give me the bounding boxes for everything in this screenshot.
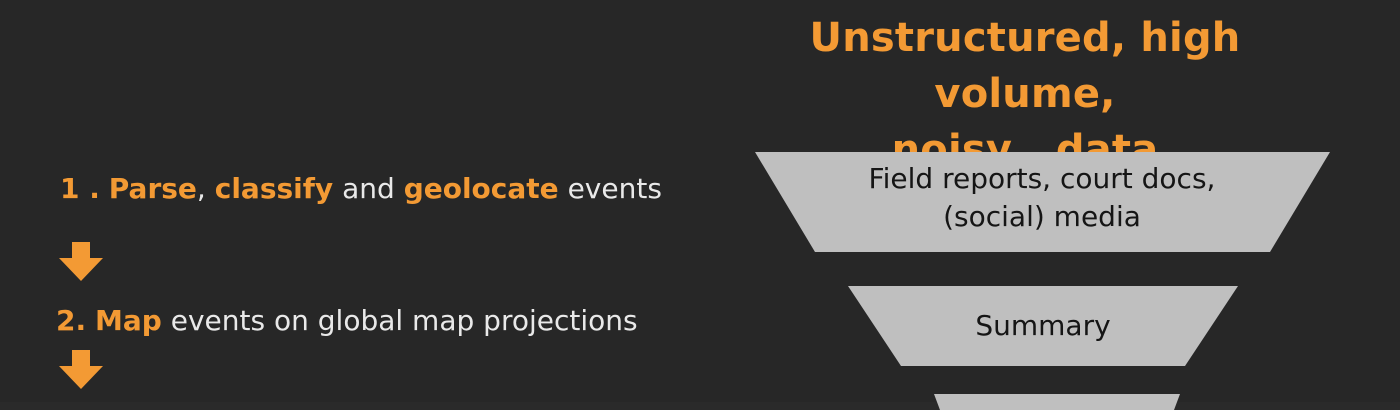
- step-2-number: 2.: [56, 304, 87, 337]
- step-1-geolocate: geolocate: [403, 172, 559, 205]
- step-1-parse: Parse: [108, 172, 197, 205]
- step-1-number: 1 .: [60, 172, 100, 205]
- slide-title: Unstructured, high volume, noisy , data: [735, 10, 1315, 178]
- funnel-level-1-shape: [755, 152, 1330, 252]
- step-1-connector: and: [342, 172, 395, 205]
- arrow-down-icon: [59, 350, 103, 389]
- step-1: 1 . Parse, classify and geolocate events: [60, 172, 662, 206]
- funnel-level-2-shape: [848, 286, 1238, 366]
- step-1-classify: classify: [214, 172, 334, 205]
- step-1-tail: events: [567, 172, 662, 205]
- step-2-tail: events on global map projections: [170, 304, 638, 337]
- step-2-map: Map: [95, 304, 162, 337]
- title-line-1: Unstructured, high volume,: [809, 15, 1241, 117]
- arrow-down-icon: [59, 242, 103, 281]
- step-2: 2. Map events on global map projections: [56, 304, 638, 338]
- step-1-separator: ,: [196, 172, 206, 205]
- funnel-level-3-shape: [934, 394, 1180, 410]
